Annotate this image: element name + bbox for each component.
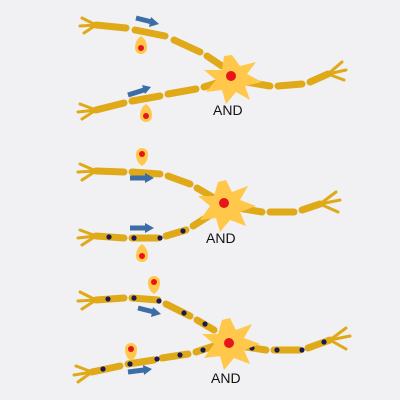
nucleus xyxy=(219,198,229,208)
signal-arrow-head xyxy=(145,223,154,233)
nucleus xyxy=(224,338,234,348)
axon-segment xyxy=(92,21,130,32)
signal-dot xyxy=(139,151,145,157)
axon-segment xyxy=(170,36,204,56)
signal-dot xyxy=(139,253,145,259)
axon-segment xyxy=(164,85,200,98)
axon-segment xyxy=(298,200,324,214)
signal-arrow xyxy=(127,87,145,98)
signal-marker-b xyxy=(130,223,154,262)
gate-label: AND xyxy=(206,230,236,246)
axon-segment xyxy=(88,362,124,376)
neuron-soma xyxy=(204,55,262,104)
output-axon xyxy=(236,326,352,354)
nucleus xyxy=(226,71,236,81)
signal-arrow-head xyxy=(149,17,159,27)
axon-segment xyxy=(131,26,169,40)
signal-marker-b xyxy=(127,85,152,122)
axon-segment xyxy=(306,70,332,86)
axon-segment xyxy=(92,99,128,114)
neuron-soma xyxy=(198,180,256,232)
axon-segment xyxy=(158,350,192,362)
gate-label: AND xyxy=(213,102,243,118)
axon-segment xyxy=(162,300,194,320)
axon-segment xyxy=(92,167,128,176)
neuron-soma xyxy=(202,318,260,370)
gate-label: AND xyxy=(211,370,241,386)
signal-marker-a xyxy=(130,148,154,183)
input-axon-a xyxy=(78,16,226,70)
input-axon-a xyxy=(76,290,218,334)
signal-arrow xyxy=(127,367,145,375)
signal-arrow xyxy=(135,15,153,25)
output-axon xyxy=(242,60,348,90)
axon-terminal xyxy=(328,326,352,351)
axon-segment xyxy=(203,52,226,70)
ion-dots xyxy=(106,228,186,241)
output-axon xyxy=(234,190,342,216)
ion-dots xyxy=(100,347,206,372)
signal-arrow-head xyxy=(142,85,151,94)
signal-marker-a xyxy=(137,276,161,317)
signal-arrow-head xyxy=(145,173,154,183)
axon-segment xyxy=(128,168,164,178)
axon-terminal xyxy=(326,60,348,82)
panel-3: AND xyxy=(72,276,352,386)
signal-dot xyxy=(138,45,144,51)
signal-marker-a xyxy=(135,15,159,54)
input-axon-a xyxy=(76,162,218,202)
signal-marker-b xyxy=(125,343,152,375)
signal-dot xyxy=(143,113,149,119)
signal-arrow-head xyxy=(143,365,152,375)
signal-dot xyxy=(151,279,157,285)
axon-segment xyxy=(304,336,334,352)
input-axon-b xyxy=(72,342,218,384)
panel-2: AND xyxy=(76,148,342,262)
ion-dots xyxy=(105,295,208,327)
input-axon-b xyxy=(76,210,216,247)
panel-1: AND xyxy=(76,15,348,122)
axon-segment xyxy=(164,172,194,188)
axon-segment xyxy=(128,92,164,105)
axon-segment xyxy=(274,80,306,90)
signal-dot xyxy=(128,346,134,352)
signal-arrow xyxy=(137,305,155,315)
signal-arrow-head xyxy=(151,307,161,317)
axon-terminal xyxy=(318,190,342,214)
